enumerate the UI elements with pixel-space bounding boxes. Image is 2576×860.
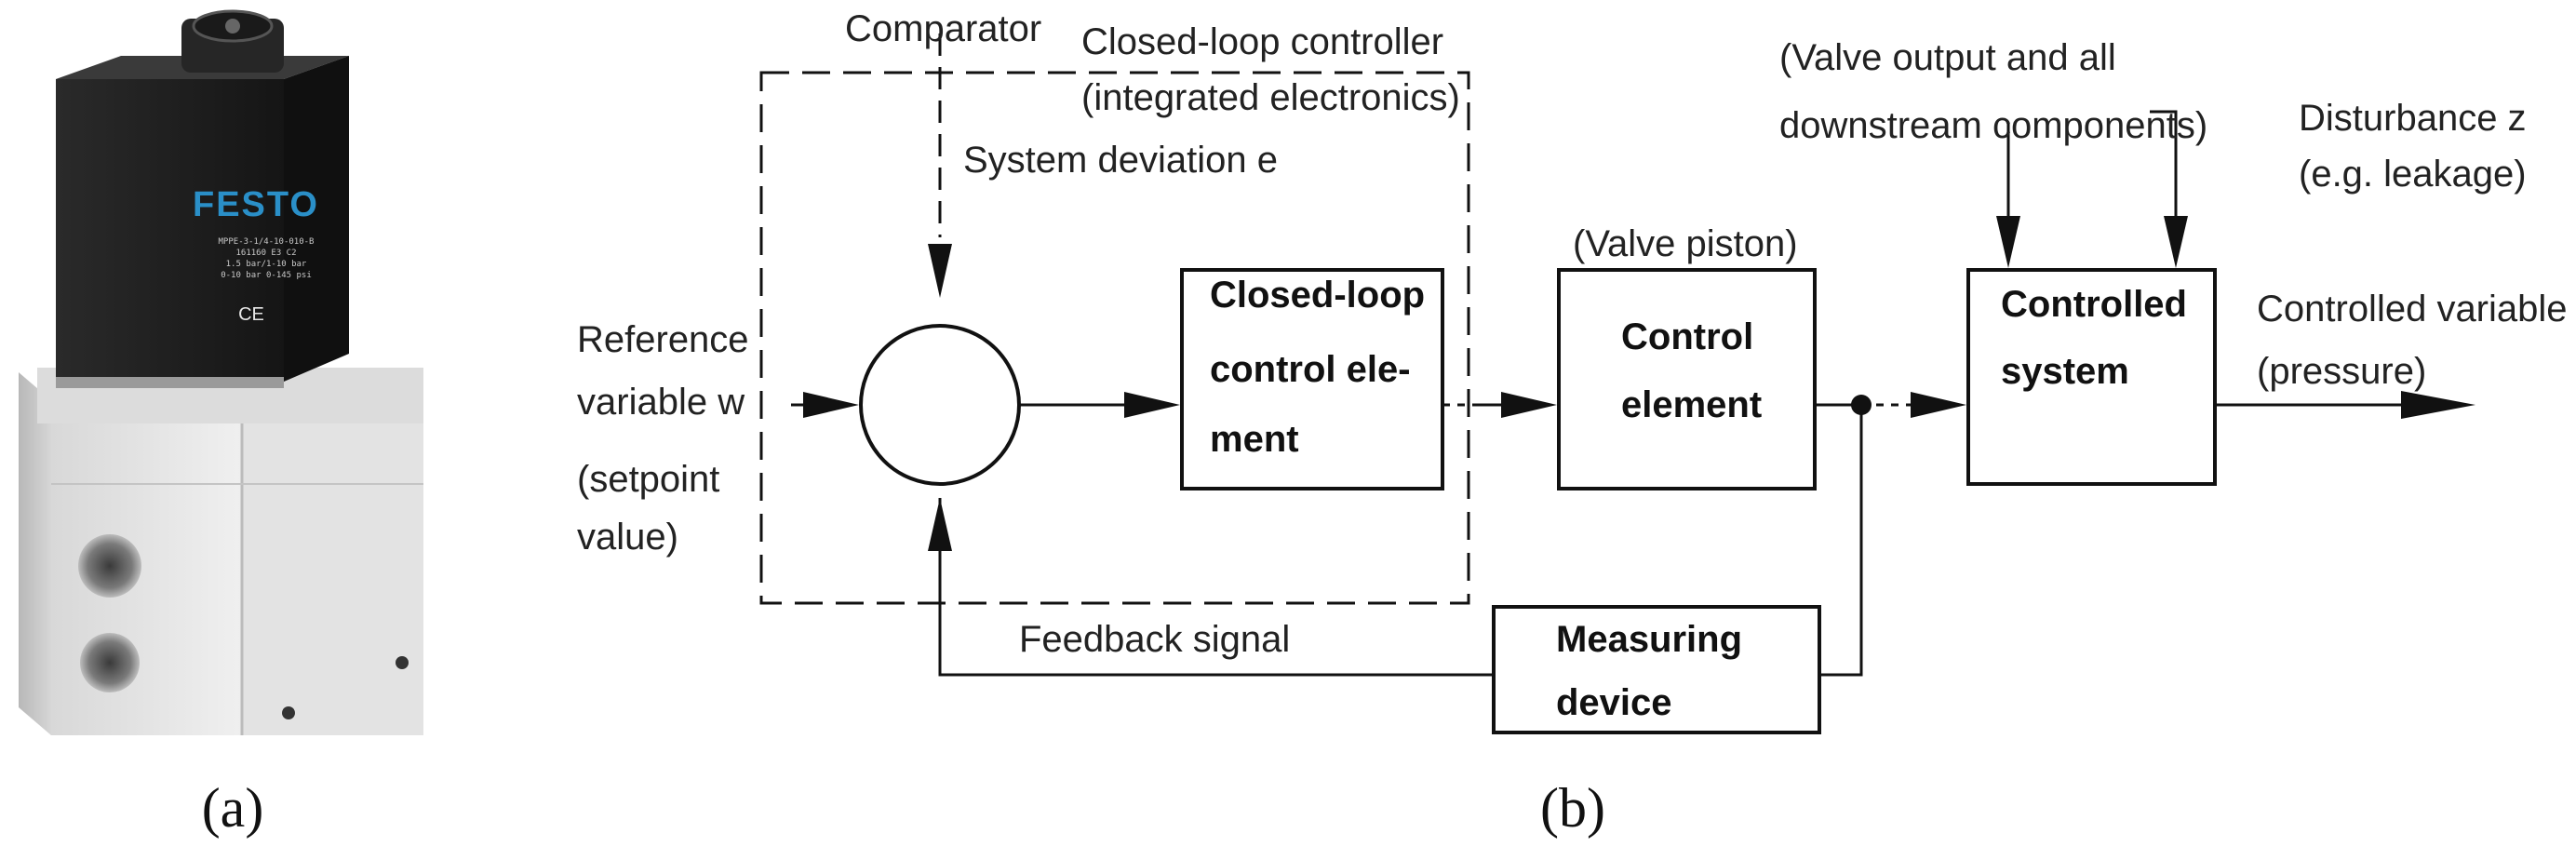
product-label: MPPE-3-1/4-10-010-B 161160 E3 C2 1.5 bar…	[219, 237, 315, 280]
valve-piston-label: (Valve piston)	[1573, 223, 1798, 264]
controlled-variable-line2: (pressure)	[2257, 351, 2426, 392]
controlled-system-block	[1966, 268, 2217, 486]
diagram-labels: Comparator Closed-loop controller (integ…	[577, 8, 2576, 723]
port-upper	[78, 534, 141, 598]
closed-loop-element-line2: control ele-	[1210, 349, 1411, 390]
solenoid-front	[56, 79, 284, 382]
controller-boundary	[759, 71, 1470, 605]
controlled-system-line2: system	[2001, 351, 2129, 392]
valve-body-right-face	[242, 423, 423, 735]
reference-label-line2: variable w	[577, 382, 745, 423]
measuring-device-line1: Measuring	[1556, 619, 1742, 660]
closed-loop-element-line1: Closed-loop	[1210, 275, 1425, 316]
controlled-system-line1: Controlled	[2001, 284, 2187, 325]
comparator-label: Comparator	[845, 8, 1041, 49]
valve-output-line2: downstream components)	[1779, 105, 2207, 146]
solenoid-side	[284, 56, 349, 382]
controller-label-line2: (integrated electronics)	[1081, 77, 1460, 118]
reference-label-line3: (setpoint	[577, 459, 719, 500]
controller-label-line1: Closed-loop controller	[1081, 21, 1443, 62]
disturbance-line2: (e.g. leakage)	[2299, 154, 2527, 195]
valve-output-line1: (Valve output and all	[1779, 37, 2116, 78]
svg-text:0-10 bar 0-145 psi: 0-10 bar 0-145 psi	[221, 271, 312, 280]
closed-loop-element-line3: ment	[1210, 419, 1299, 460]
branch-junction	[1851, 395, 1872, 415]
valve-body-side	[19, 372, 51, 735]
measuring-device-block	[1492, 605, 1821, 734]
disturbance-line1: Disturbance z	[2299, 98, 2527, 139]
reference-label-line1: Reference	[577, 319, 749, 360]
caption-b: (b)	[1540, 777, 1605, 839]
feedback-label: Feedback signal	[1019, 619, 1290, 660]
valve-photo: FESTO MPPE-3-1/4-10-010-B 161160 E3 C2 1…	[19, 9, 423, 735]
control-element-line2: element	[1621, 384, 1762, 425]
ce-mark: CE	[238, 304, 264, 325]
closed-loop-control-element-block	[1180, 268, 1444, 490]
system-deviation-label: System deviation e	[963, 140, 1278, 181]
brand-logo: FESTO	[193, 185, 319, 224]
control-element-block	[1557, 268, 1817, 490]
reference-label-line4: value)	[577, 517, 678, 558]
svg-text:161160 E3 C2: 161160 E3 C2	[235, 249, 296, 258]
controlled-variable-line1: Controlled variable x	[2257, 289, 2576, 329]
svg-text:MPPE-3-1/4-10-010-B: MPPE-3-1/4-10-010-B	[219, 237, 315, 247]
control-element-line1: Control	[1621, 316, 1753, 357]
measuring-device-line2: device	[1556, 682, 1672, 723]
arrowheads	[803, 216, 2475, 551]
block-diagram	[759, 34, 2475, 734]
port-lower	[80, 633, 140, 692]
comparator-circle	[859, 324, 1021, 486]
svg-text:1.5 bar/1-10 bar: 1.5 bar/1-10 bar	[226, 260, 307, 269]
caption-a: (a)	[202, 777, 264, 839]
